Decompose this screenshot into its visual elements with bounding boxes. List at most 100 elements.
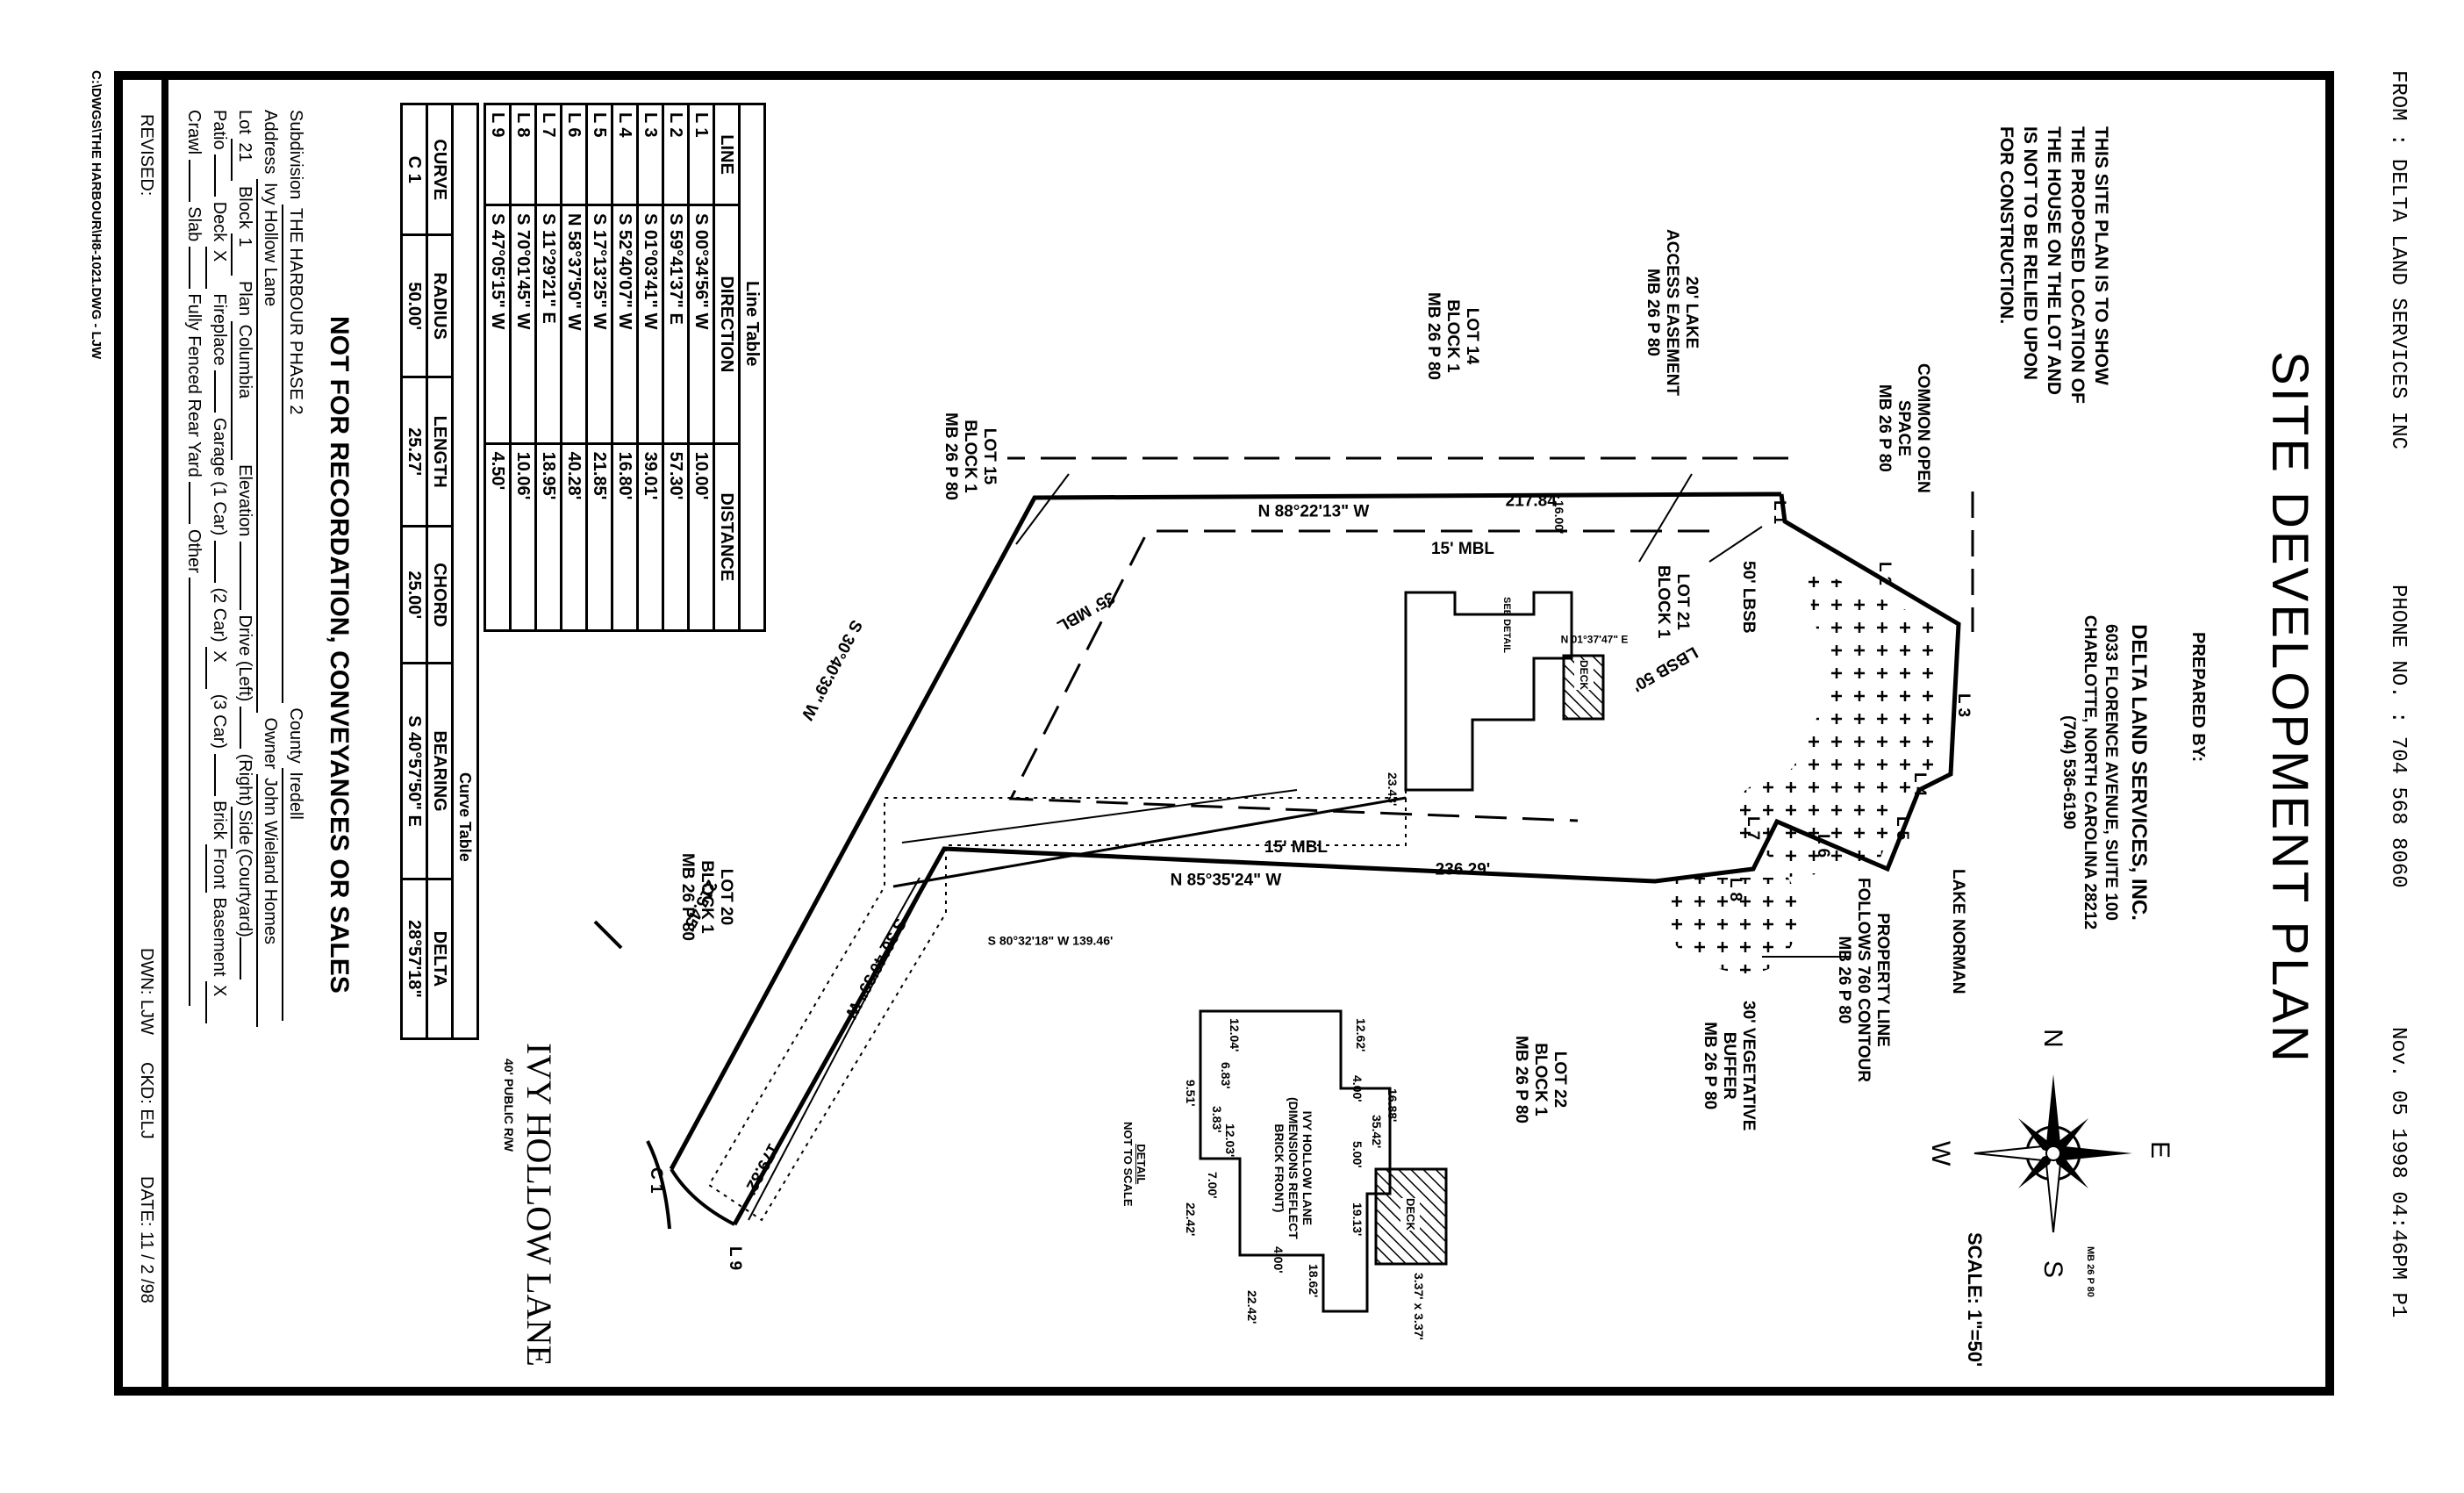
label-line: BLOCK 1 [961,420,979,493]
label-line: LOT 21 [1673,573,1692,630]
cell: S 47°05'15" W [484,205,511,444]
label: Patio [210,110,229,150]
label-line: 20' LAKE [1682,276,1701,349]
label-line: IVY HOLLOW LANE [1300,1110,1314,1226]
cell: 10.00' [688,443,714,631]
cell: 25.00' [401,526,427,664]
label-line: PROPERTY LINE [1873,913,1892,1047]
label-line: LOT 22 [1551,1051,1569,1109]
dim-16: 16.00' [1552,500,1566,535]
label: Block [235,185,254,229]
cell: S 00°34'56" W [688,205,714,444]
lbsb-label: 50' LBSB [1739,561,1758,634]
cell: S 11°29'21" E [535,205,562,444]
label-line: DETAIL [1135,1144,1148,1185]
detail-dim: 4.00' [1350,1075,1365,1102]
label-line: MB 26 P 80 [1644,269,1662,356]
garage2-value: X [205,647,231,690]
label-line: BRICK FRONT) [1272,1123,1286,1213]
detail-dim: 7.00' [1206,1172,1220,1199]
label: Subdivision [286,110,305,200]
lake-norman-label: LAKE NORMAN [1949,869,1967,994]
drawn-by: DWN: LJW [137,948,156,1035]
line-label-l6: L 6 [1814,834,1832,858]
cell: 18.95' [535,443,562,631]
mbl-setback [1008,529,1709,822]
lot21-bearing: N 01°37'47" E [1560,633,1629,646]
detail-dim: 12.04' [1228,1018,1242,1052]
property-boundary [669,492,1781,1171]
label-line: LOT 20 [717,868,735,926]
detail-dim: 16.88' [1386,1088,1400,1123]
cell: 57.30' [663,443,689,631]
detail-dim: 4.00' [1271,1246,1286,1274]
side-value: Side [231,806,256,849]
subdivision-value: THE HARBOUR PHASE 2 [282,204,307,703]
label: Other [184,528,204,573]
road-rw: 40' PUBLIC R/W [502,1059,516,1152]
label: Elevation [235,464,254,537]
revised-label: REVISED: [137,114,156,197]
detail-dim: 12.03' [1223,1123,1237,1158]
cell: S 70°01'45" W [510,205,536,444]
block-value: 1 [231,233,256,276]
line-label-l5: L 5 [1893,816,1911,841]
cell: L 2 [663,104,689,205]
checked-by: CKD: ELJ [137,1062,156,1139]
line-label-l7: L 7 [1744,816,1762,841]
label: Basement [210,897,229,977]
curve-c1 [646,1140,735,1230]
table-row: C 1 50.00' 25.27' 25.00' S 40°57'50" E 2… [401,104,427,1039]
north-arrow-icon [1973,1074,2132,1233]
detail-dim: 19.13' [1350,1202,1365,1237]
info-row: Patio Deck X Fireplace Garage (1 Car) (2… [205,110,231,1339]
label-line: MB 26 P 80 [1875,384,1894,472]
label-line: BLOCK 1 [1443,299,1462,373]
cell: S 01°03'41" W [637,205,663,444]
column-header: DIRECTION [713,205,740,444]
cell: S 40°57'50" E [401,663,427,879]
label: Brick [210,800,229,840]
label: Address [261,110,280,175]
line-label-l1: L 1 [1770,500,1788,525]
column-header: CURVE [426,104,453,235]
cell: L 1 [688,104,714,205]
label: Slab [184,206,204,242]
label: County [286,707,305,764]
cell: 28°57'18" [401,879,427,1039]
info-row: Lot 21 Block 1 Plan Columbia Elevation D… [231,110,256,1339]
line-label-l2: L 2 [1875,562,1894,586]
detail-dim: 12.62' [1354,1018,1368,1052]
detail-house-outline [1199,1009,1392,1313]
mbl-front-label: 15' MBL [1264,838,1329,858]
label-line: MB 26 P 80 [1424,292,1443,380]
detail-dim: 3.37' x 3.37' [1412,1273,1426,1340]
cell: 10.06' [510,443,536,631]
label: (Right) [235,753,254,807]
cell: L 7 [535,104,562,205]
file-path: C:\DWGS\THE HARBOUR\H8-1021.DWG - LJW [89,70,104,360]
label: Fireplace [210,293,229,366]
line-label-l3: L 3 [1954,693,1973,718]
property-boundary-east [732,493,1961,1226]
info-row: Address Ivy Hollow Lane Owner John Wiela… [256,110,282,1339]
label-line: NOT TO SCALE [1121,1122,1135,1207]
road-name: IVY HOLLOW LANE [519,1043,559,1367]
cell: 50.00' [401,234,427,377]
vegetative-buffer [1666,562,1938,973]
line-table-title: Line Table [739,104,765,631]
cell: 39.01' [637,443,663,631]
label: (2 Car) [210,587,229,642]
address-value: Ivy Hollow Lane [256,178,282,713]
